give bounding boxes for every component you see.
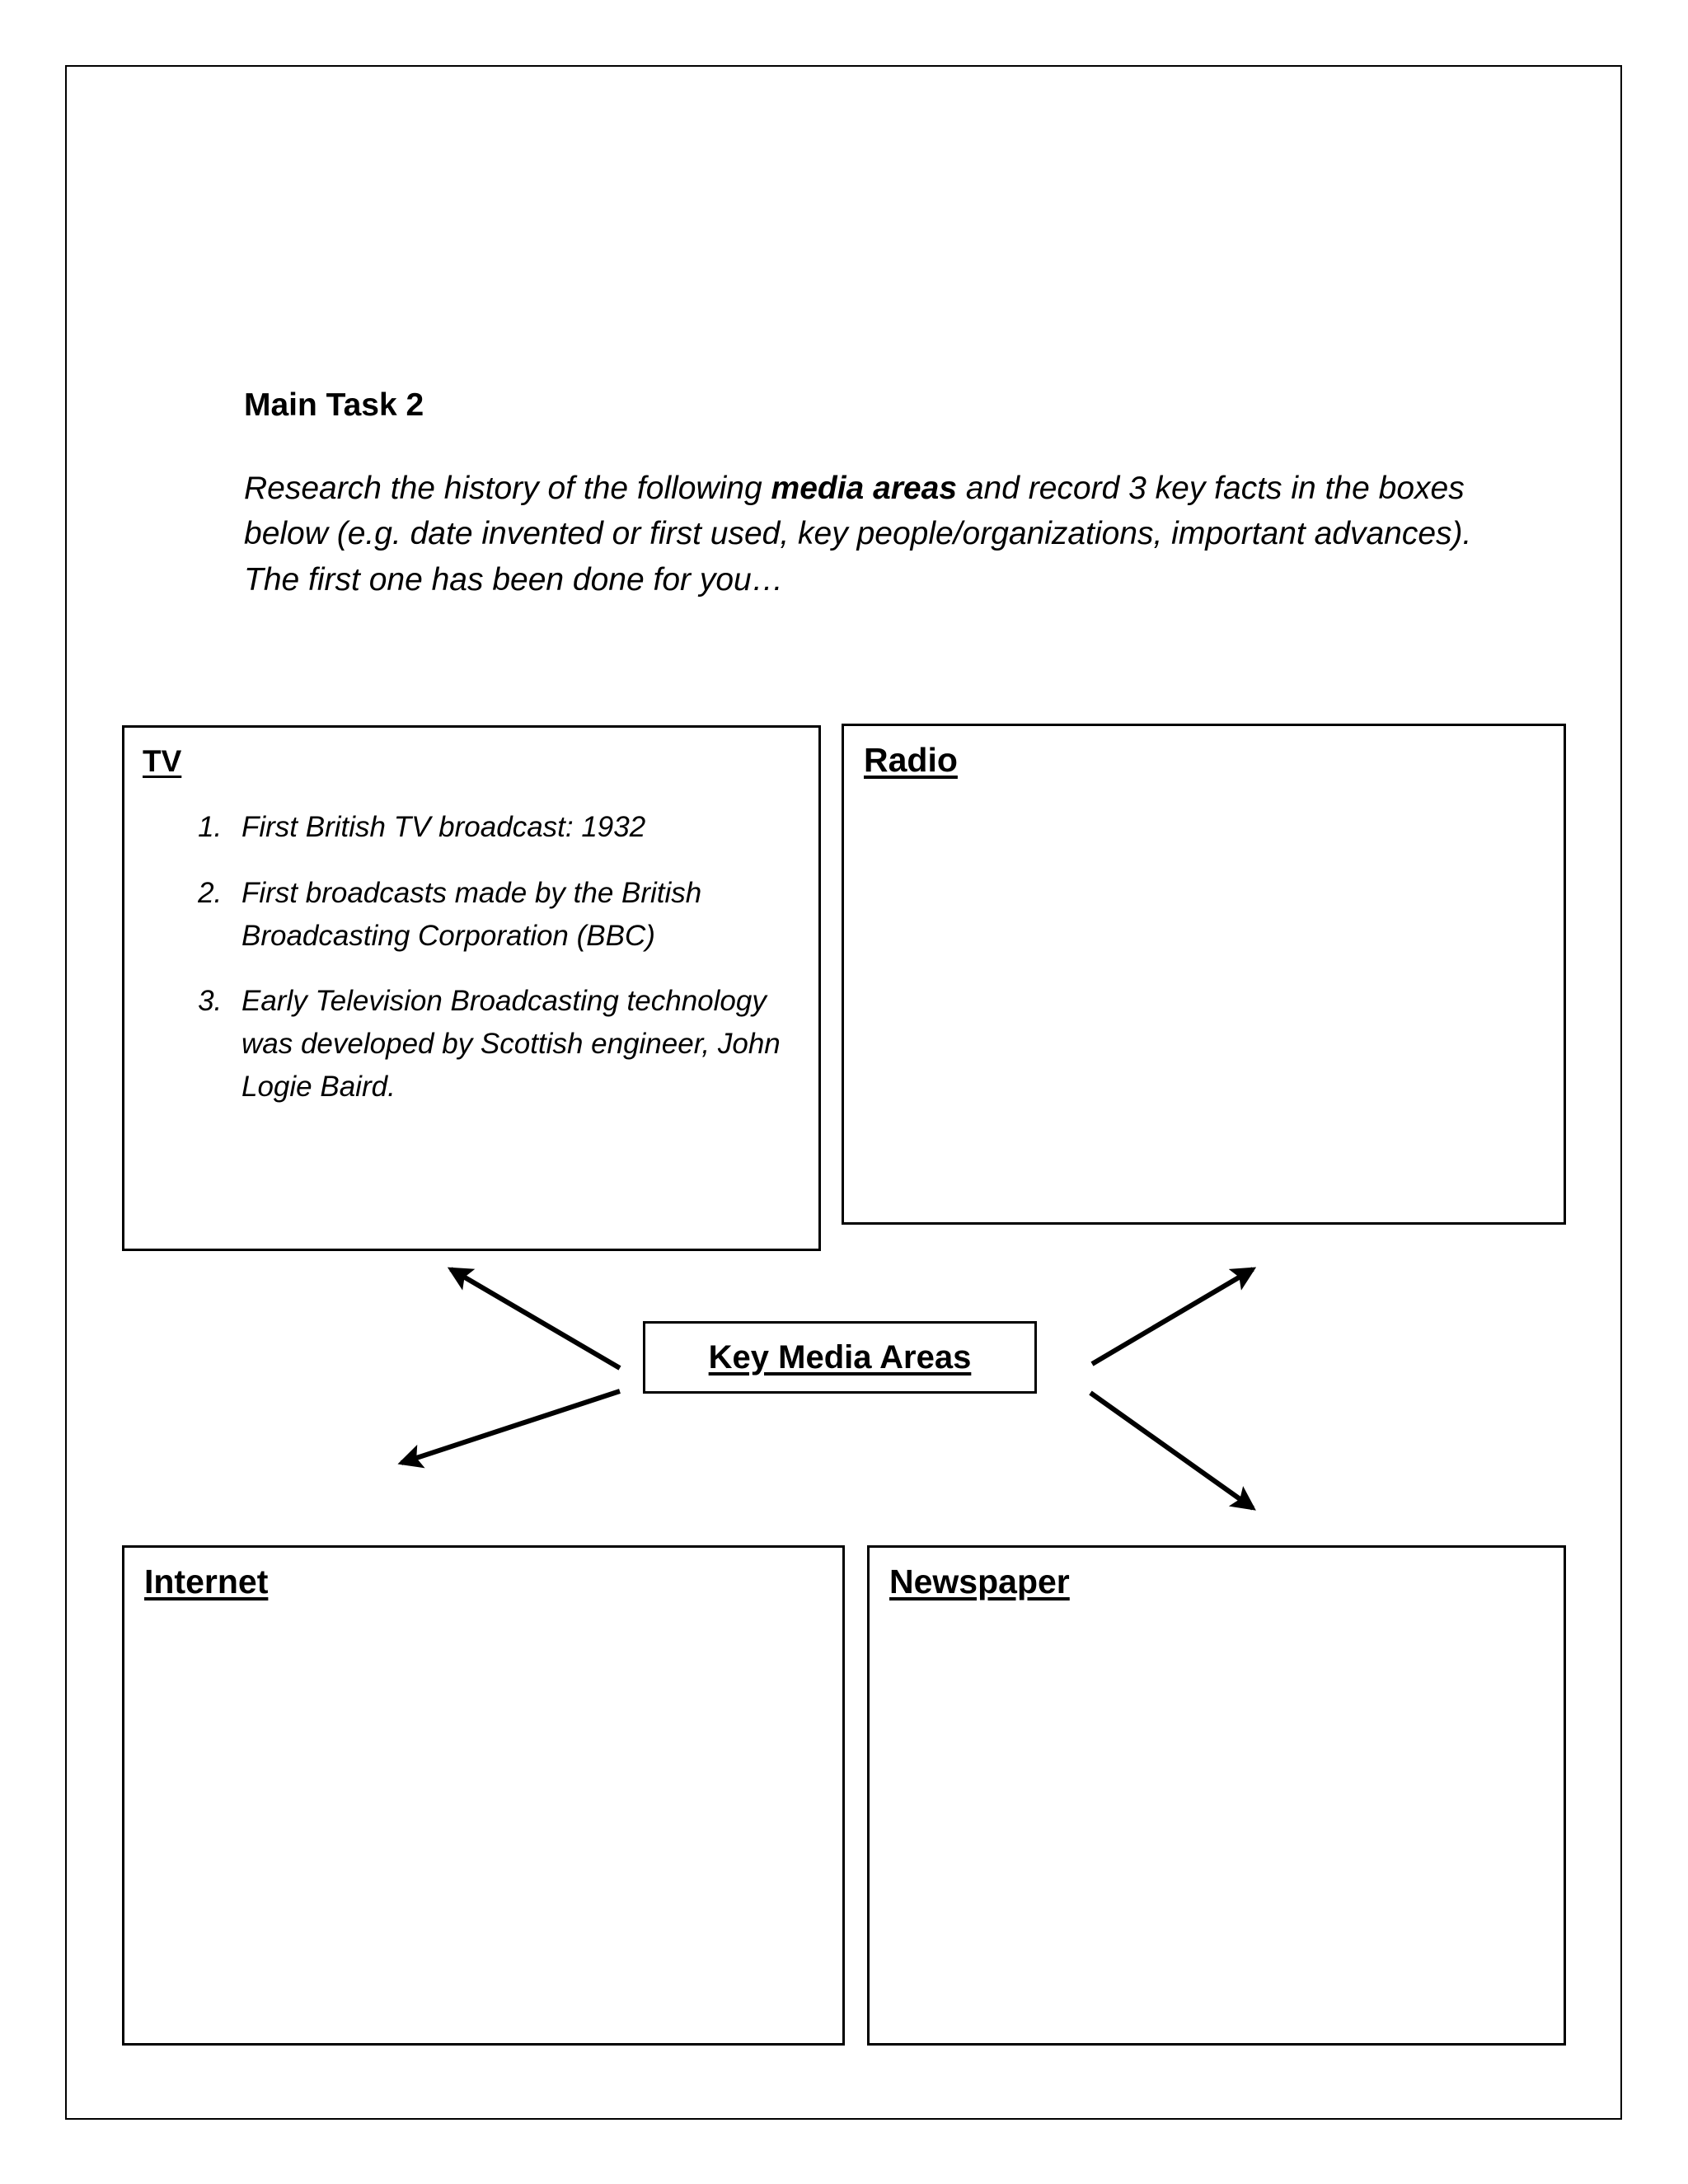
center-node-key-media-areas[interactable]: Key Media Areas (643, 1321, 1037, 1394)
task-instructions-part1: Research the history of the following (244, 471, 771, 506)
list-item: First British TV broadcast: 1932 (230, 806, 785, 849)
media-box-tv-title: TV (143, 744, 182, 778)
task-instructions: Research the history of the following me… (244, 466, 1517, 602)
list-item: Early Television Broadcasting technology… (230, 980, 785, 1108)
task-instructions-part2: and record 3 key facts in the boxes belo… (244, 471, 1472, 598)
media-box-tv-fact-list: First British TV broadcast: 1932 First b… (167, 806, 785, 1132)
list-item: First broadcasts made by the British Bro… (230, 872, 785, 958)
media-box-tv[interactable]: TV First British TV broadcast: 1932 Firs… (122, 725, 821, 1251)
media-box-radio-title: Radio (864, 741, 958, 779)
media-box-internet-title: Internet (144, 1563, 269, 1601)
page-title: Main Task 2 (244, 387, 424, 423)
task-instructions-emphasis: media areas (771, 471, 958, 506)
media-box-newspaper[interactable]: Newspaper (867, 1545, 1566, 2046)
media-box-internet[interactable]: Internet (122, 1545, 845, 2046)
center-node-label: Key Media Areas (708, 1338, 972, 1376)
media-box-radio[interactable]: Radio (842, 724, 1566, 1225)
media-box-newspaper-title: Newspaper (889, 1563, 1070, 1601)
page-border (65, 65, 1622, 2120)
